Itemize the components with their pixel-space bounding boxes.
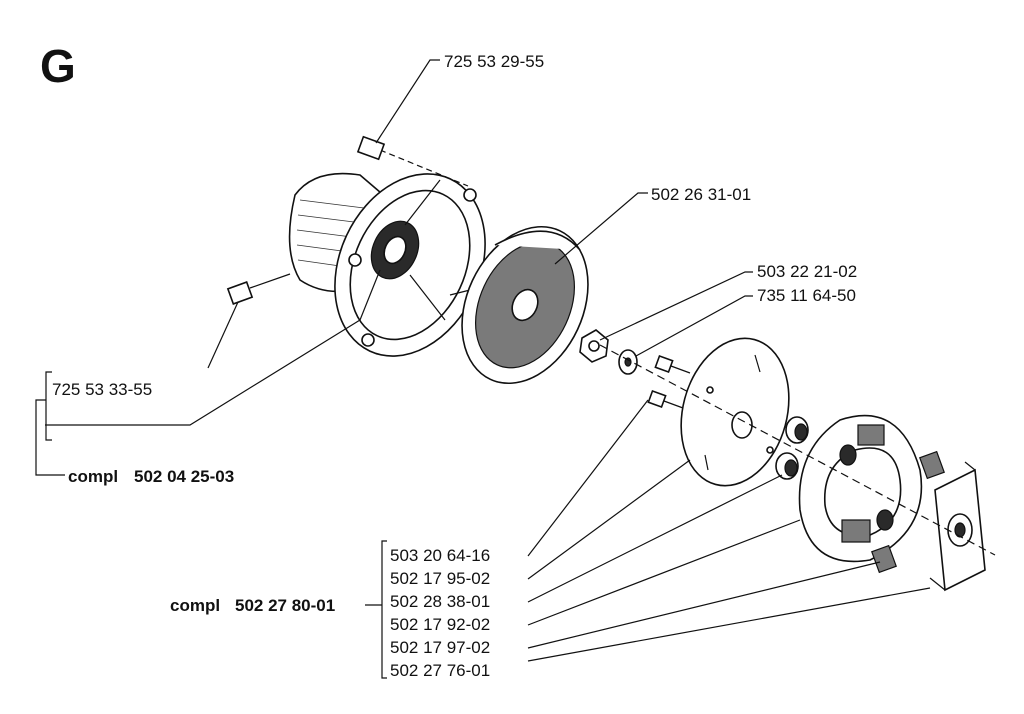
label-502-26-31-01: 502 26 31-01	[651, 185, 751, 204]
label-502-27-80-01: 502 27 80-01	[235, 596, 335, 615]
label-503-20-64-16: 503 20 64-16	[390, 546, 490, 565]
label-502-04-25-03: 502 04 25-03	[134, 467, 234, 486]
label-503-22-21-02: 503 22 21-02	[757, 262, 857, 281]
bracket	[929, 461, 986, 592]
nut	[579, 329, 609, 363]
label-502-17-95-02: 502 17 95-02	[390, 569, 490, 588]
washer	[618, 349, 638, 375]
axis-line	[599, 344, 996, 556]
label-735-11-64-50: 735 11 64-50	[757, 286, 856, 305]
clutch-housing	[288, 172, 486, 357]
label-725-53-29-55: 725 53 29-55	[444, 52, 544, 71]
label-502-17-92-02: 502 17 92-02	[390, 615, 490, 634]
label-compl-prefix-1: compl	[68, 467, 118, 486]
label-502-27-76-01: 502 27 76-01	[390, 661, 490, 680]
clutch-drum	[449, 225, 589, 385]
clutch-shoes	[798, 414, 923, 563]
spacers	[775, 416, 809, 480]
screw-top	[356, 135, 469, 187]
label-725-53-33-55: 725 53 33-55	[52, 380, 152, 399]
section-letter: G	[40, 40, 76, 92]
leader-lines	[45, 59, 931, 662]
clutch-plate	[680, 337, 790, 487]
small-screws	[647, 354, 691, 409]
group-brackets	[35, 371, 387, 679]
label-compl-prefix-2: compl	[170, 596, 220, 615]
springs	[871, 450, 945, 574]
label-502-17-97-02: 502 17 97-02	[390, 638, 490, 657]
label-502-28-38-01: 502 28 38-01	[390, 592, 490, 611]
screw-left	[226, 273, 291, 305]
